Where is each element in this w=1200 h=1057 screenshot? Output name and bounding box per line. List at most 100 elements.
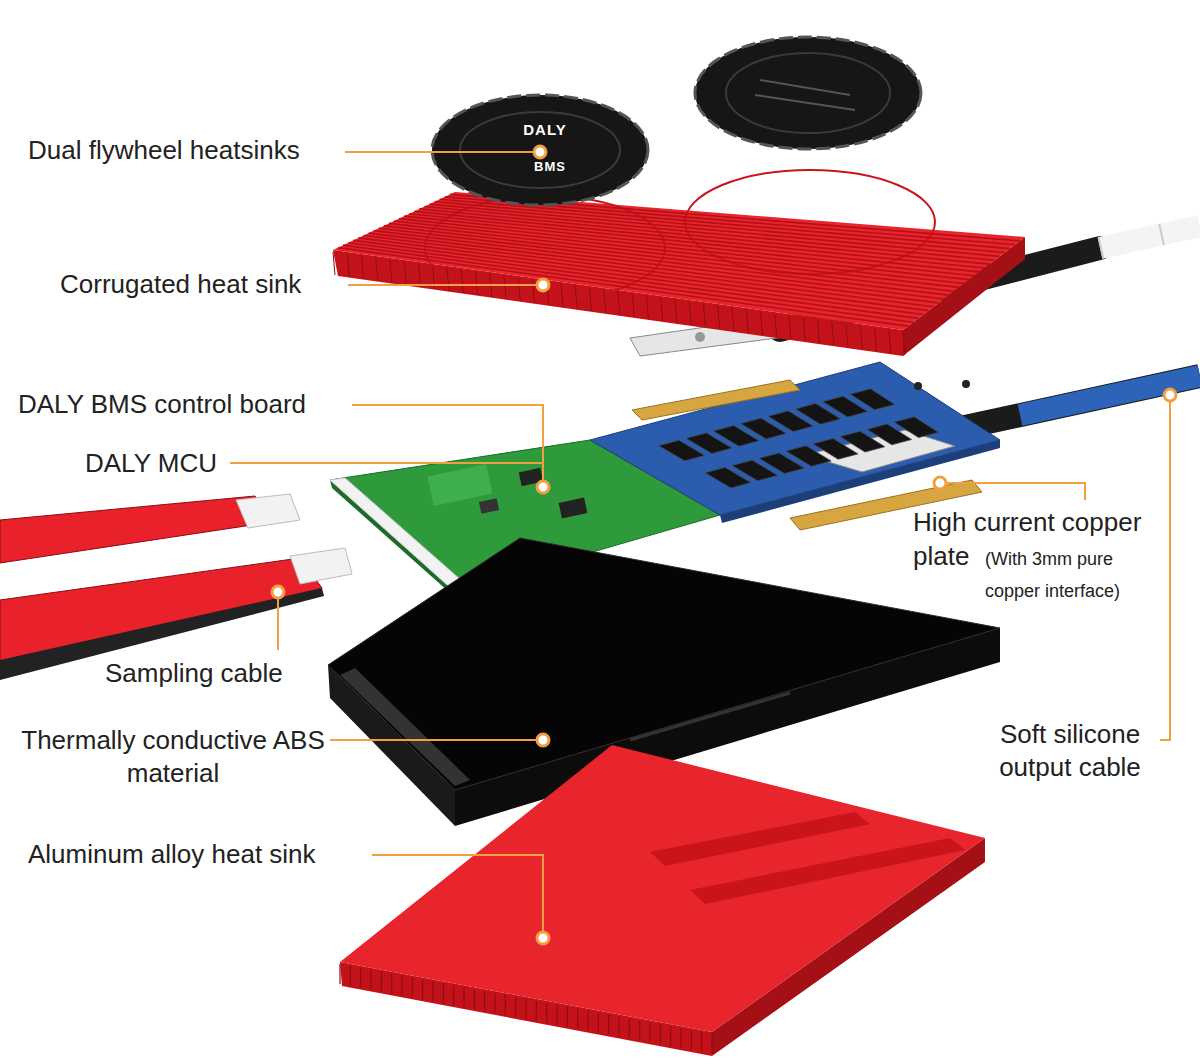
bms-board <box>559 497 588 518</box>
heat-sink-rib <box>338 248 908 327</box>
heat-sink-rib <box>618 1017 619 1037</box>
leader-dot <box>537 279 549 291</box>
bms-board <box>962 380 970 388</box>
heat-sink-rib <box>505 995 506 1015</box>
heat-sink-rib <box>608 1015 609 1035</box>
heat-sink-rib <box>364 236 934 307</box>
leader-line <box>345 151 534 153</box>
bms-board <box>632 380 800 420</box>
abs-case <box>328 538 1000 790</box>
sampling-cable <box>0 496 272 563</box>
mosfet-chip <box>894 417 938 438</box>
flywheel-heatsink <box>695 37 921 149</box>
bms-board <box>479 498 499 513</box>
heat-sink-rib <box>515 997 516 1017</box>
heat-sink-rib <box>461 270 463 293</box>
heat-sink-rib <box>647 296 649 319</box>
flywheel-heatsink <box>432 95 648 205</box>
heat-sink-rib <box>789 316 791 339</box>
heat-sink-rib <box>629 1018 630 1038</box>
heat-sink-rib <box>358 238 928 311</box>
part-label: DALY BMS control board <box>18 388 352 421</box>
heat-sink-rib <box>590 288 592 311</box>
heat-sink-rib <box>518 278 520 301</box>
heat-sink-rib <box>561 284 563 307</box>
leader-line <box>330 739 537 741</box>
flywheel-heatsink <box>432 37 921 205</box>
heat-sink-rib <box>370 970 371 990</box>
logo-text: BMS <box>515 160 585 175</box>
aluminum-heat-sink <box>340 745 985 1056</box>
heat-sink-rib <box>381 972 382 992</box>
heat-sink-rib <box>412 978 413 998</box>
heat-sink-rib <box>587 1011 588 1031</box>
heat-sink-rib <box>691 1030 692 1050</box>
heat-sink-rib <box>536 1001 537 1021</box>
leader-line <box>348 284 537 286</box>
heat-sink-rib <box>404 262 406 285</box>
part-label: (With 3mm pure copper interface) <box>985 543 1165 608</box>
heat-sink-rib <box>577 1009 578 1029</box>
heat-sink-rib <box>432 982 433 1002</box>
leader-dot <box>934 477 946 489</box>
leader-line <box>277 598 279 650</box>
heat-sink-rib <box>463 987 464 1007</box>
heat-sink-rib <box>447 268 449 291</box>
leader-dot <box>537 481 549 493</box>
abs-case <box>630 693 790 740</box>
flywheel-heatsink <box>760 80 850 95</box>
leader-line <box>230 152 1170 932</box>
part-label: Aluminum alloy heat sink <box>28 838 370 871</box>
sampling-cable <box>236 494 300 528</box>
heat-sink-rib <box>818 320 820 343</box>
heat-sink-rib <box>761 312 763 335</box>
output-cable <box>1100 226 1200 248</box>
heat-sink-rib <box>484 991 485 1011</box>
heat-sink-rib <box>846 324 848 347</box>
aluminum-heat-sink <box>690 838 965 904</box>
leader-dot <box>1164 389 1176 401</box>
heat-sink-rib <box>604 290 606 313</box>
heat-sink-rib <box>390 260 392 283</box>
heat-sink-rib <box>376 258 378 281</box>
leader-dot <box>537 734 549 746</box>
heat-sink-rib <box>525 999 526 1019</box>
heat-sink-rib <box>440 199 1010 248</box>
heat-sink-rib <box>474 989 475 1009</box>
heat-sink-rib <box>494 993 495 1013</box>
flywheel-heatsink <box>755 95 855 110</box>
sampling-cable <box>290 548 352 584</box>
heat-sink-rib <box>660 1024 661 1044</box>
heat-sink-rib <box>649 1022 650 1042</box>
leader-line <box>1160 401 1170 740</box>
heat-sink-rib <box>875 328 877 351</box>
heat-sink-rib <box>675 300 677 323</box>
part-label: Soft silicone output cable <box>975 718 1165 783</box>
heat-sink-rib <box>680 1028 681 1048</box>
leader-dot <box>534 146 546 158</box>
part-label: DALY MCU <box>85 447 230 480</box>
part-label: Sampling cable <box>105 657 325 690</box>
output-cable <box>1020 376 1200 415</box>
bms-board <box>428 464 493 506</box>
part-label: Dual flywheel heatsinks <box>28 134 348 167</box>
leader-line <box>946 483 1085 500</box>
heat-sink-rib <box>618 292 620 315</box>
heat-sink-rib <box>670 1026 671 1046</box>
flywheel-heatsink <box>460 112 620 188</box>
heat-sink-rib <box>362 256 364 279</box>
heat-sink-rib <box>775 314 777 337</box>
heat-sink-rib <box>746 310 748 333</box>
part-label: Corrugated heat sink <box>60 268 350 301</box>
heat-sink-rib <box>832 322 834 345</box>
heat-sink-rib <box>350 966 351 986</box>
heat-sink-rib <box>732 308 734 331</box>
heat-sink-rib <box>860 326 862 349</box>
heat-sink-rib <box>598 1013 599 1033</box>
heat-sink-rib <box>404 216 974 276</box>
abs-case <box>340 668 470 786</box>
heat-sink-rib <box>333 252 335 275</box>
heat-sink-rib <box>556 1005 557 1025</box>
mosfet-chip <box>850 389 894 410</box>
